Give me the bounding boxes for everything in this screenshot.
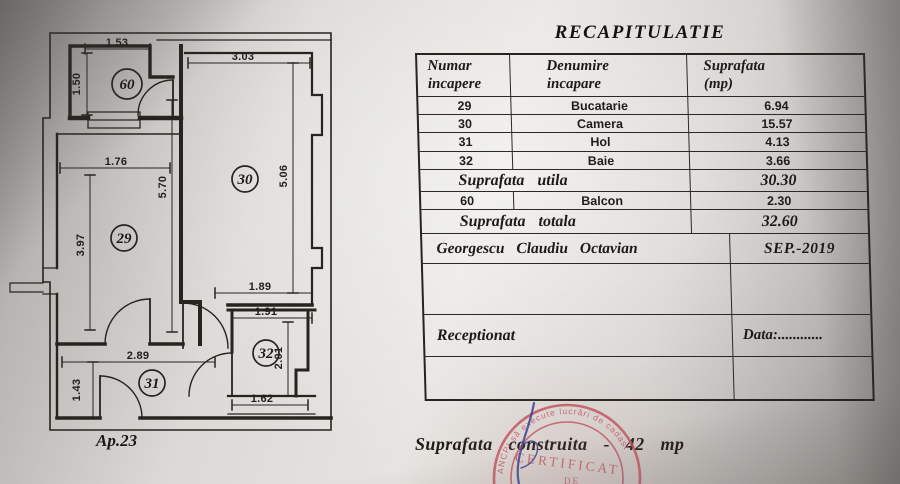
header-numar-line1: Numar: [427, 58, 472, 74]
reception-row: Receptionat Data:............: [424, 315, 872, 357]
dim-5.06: 5.06: [278, 165, 290, 188]
dimension-ticks: [59, 43, 313, 419]
dim-1.89: 1.89: [249, 281, 272, 293]
header-suprafata: Suprafata (mp): [687, 55, 864, 96]
recap-table: Numar incapere Denumire incapare Suprafa…: [415, 53, 875, 401]
header-suprafata-line1: Suprafata: [703, 58, 766, 74]
suprafata-utila-value: 30.30: [760, 171, 797, 189]
floor-plan: 1.53 3.03 1.76 2.89 1.89 1.91 1.62 1.50 …: [9, 32, 333, 450]
stamp-de-text: DE: [564, 476, 580, 484]
suprafata-totala-value: 32.60: [761, 212, 798, 230]
dim-2.01: 2.01: [273, 347, 285, 370]
suprafata-totala-row: Suprafata totala 32.60: [421, 210, 869, 234]
dim-1.76: 1.76: [105, 156, 128, 168]
room-name-cell: Bucatarie: [511, 97, 689, 114]
header-denumire-line1: Denumire: [546, 58, 610, 74]
room-number-cell: 60: [420, 192, 515, 209]
room30-right-wall: [183, 51, 324, 307]
dim-5.70: 5.70: [157, 176, 169, 199]
empty-row: [425, 357, 872, 399]
suprafata-utila-label: Suprafata utila: [420, 170, 691, 191]
empty-cell: [422, 264, 733, 314]
room-number-cell: 31: [419, 133, 513, 151]
built-area-note: Suprafata construita - 42 mp: [415, 434, 685, 454]
table-row: 60 Balcon 2.30: [420, 192, 868, 210]
room-60-circle: [111, 68, 143, 100]
room-name-cell: Baie: [512, 152, 691, 169]
dim-1.53: 1.53: [106, 37, 129, 49]
outer-wall: [42, 32, 332, 431]
room-area-cell: 6.94: [764, 98, 789, 113]
room-area-cell: 2.30: [766, 193, 792, 208]
dim-1.43: 1.43: [71, 379, 83, 402]
suprafata-totala-label: Suprafata totala: [421, 210, 693, 233]
room-30-label: 30: [237, 172, 254, 188]
room-32-label: 32: [258, 346, 275, 362]
door-leaves: [99, 79, 233, 419]
room-number-cell: 29: [418, 97, 512, 114]
empty-cell: [731, 264, 870, 314]
left-window-jog: [42, 267, 58, 295]
header-denumire: Denumire incapare: [510, 55, 689, 96]
room-31-circle: [138, 369, 166, 397]
dim-2.89: 2.89: [127, 350, 150, 362]
room-29-circle: [110, 224, 138, 252]
header-suprafata-line2: (mp): [703, 76, 734, 93]
room-29-label: 29: [116, 231, 133, 247]
reception-data-label: Data:............: [742, 327, 824, 343]
room-number-cell: 30: [418, 115, 513, 132]
balcony-walls: [68, 44, 175, 120]
dim-3.97: 3.97: [75, 234, 87, 257]
table-title: RECAPITULATIE: [554, 22, 726, 43]
dim-1.50: 1.50: [71, 73, 83, 96]
apartment-number-label: Ap.23: [95, 431, 138, 450]
room-name-cell: Hol: [512, 133, 690, 151]
room-name-cell: Camera: [511, 115, 690, 132]
dim-3.03: 3.03: [232, 51, 255, 63]
room-number-cell: 32: [419, 152, 514, 169]
reception-label: Receptionat: [424, 315, 734, 356]
room-31-label: 31: [144, 376, 160, 392]
dim-1.62: 1.62: [251, 393, 274, 405]
room-name-cell: Balcon: [513, 192, 692, 209]
dim-1.91: 1.91: [255, 306, 278, 318]
header-numar-line2: incapere: [427, 76, 482, 93]
room-32-circle: [252, 339, 280, 367]
author-name: Georgescu Claudiu Octavian: [422, 234, 731, 263]
wall-stub: [179, 300, 202, 346]
author-date: SEP.-2019: [763, 239, 836, 257]
empty-cell: [733, 357, 872, 399]
table-row: 30 Camera 15.57: [418, 115, 866, 133]
room-area-cell: 3.66: [765, 153, 791, 168]
table-row: 31 Hol 4.13: [419, 133, 866, 152]
room-area-cell: 15.57: [761, 116, 793, 131]
room-60-label: 60: [120, 77, 136, 93]
door-arcs: [99, 79, 233, 419]
room-area-cell: 4.13: [765, 135, 790, 149]
author-row: Georgescu Claudiu Octavian SEP.-2019: [422, 234, 869, 264]
room-30-circle: [231, 165, 259, 193]
suprafata-utila-row: Suprafata utila 30.30: [420, 170, 867, 192]
dimension-lines: [59, 48, 313, 419]
table-row: 29 Bucatarie 6.94: [418, 97, 865, 115]
table-header-row: Numar incapere Denumire incapare Suprafa…: [417, 55, 865, 97]
empty-cell: [425, 357, 735, 399]
table-row: 32 Baie 3.66: [419, 152, 867, 170]
header-numar: Numar incapere: [417, 55, 512, 96]
empty-row: [422, 264, 871, 315]
corridor-stubs: [9, 282, 44, 293]
balcony-window: [87, 111, 141, 129]
header-denumire-line2: incapare: [546, 76, 602, 93]
